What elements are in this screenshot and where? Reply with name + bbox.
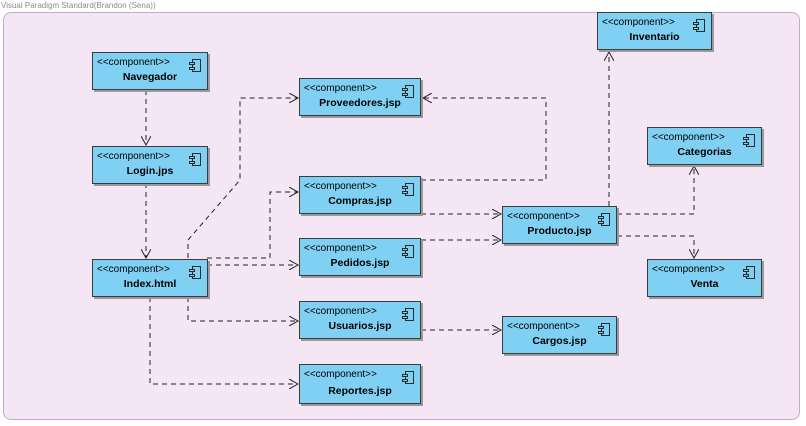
component-cargos[interactable]: <<component>> Cargos.jsp [502, 316, 617, 354]
component-name: Pedidos.jsp [330, 257, 390, 269]
component-name: Inventario [629, 31, 680, 43]
component-venta[interactable]: <<component>> Venta [647, 259, 762, 297]
component-icon [743, 266, 755, 279]
component-icon [402, 308, 414, 321]
component-name: Index.html [123, 278, 177, 290]
component-icon [402, 371, 414, 384]
edge-producto-categorias [617, 166, 694, 215]
stereotype-label: <<component>> [304, 83, 377, 94]
component-login[interactable]: <<component>> Login.jps [92, 146, 208, 184]
edge-producto-venta [617, 235, 694, 258]
component-categorias[interactable]: <<component>> Categorias [647, 127, 762, 165]
component-name: Proveedores.jsp [319, 97, 401, 109]
component-name: Compras.jsp [328, 195, 392, 207]
component-pedidos[interactable]: <<component>> Pedidos.jsp [299, 238, 421, 276]
component-producto[interactable]: <<component>> Producto.jsp [502, 206, 617, 244]
component-index[interactable]: <<component>> Index.html [92, 259, 208, 297]
component-name: Cargos.jsp [532, 335, 587, 347]
component-icon [693, 19, 705, 32]
stereotype-label: <<component>> [652, 132, 725, 143]
component-icon [743, 134, 755, 147]
stereotype-label: <<component>> [304, 369, 377, 380]
component-name: Categorias [677, 146, 732, 158]
component-icon [402, 245, 414, 258]
component-icon [598, 213, 610, 226]
component-proveedores[interactable]: <<component>> Proveedores.jsp [299, 78, 421, 116]
component-usuarios[interactable]: <<component>> Usuarios.jsp [299, 301, 421, 339]
stereotype-label: <<component>> [602, 17, 675, 28]
component-icon [402, 183, 414, 196]
stereotype-label: <<component>> [507, 321, 580, 332]
stereotype-label: <<component>> [304, 181, 377, 192]
component-compras[interactable]: <<component>> Compras.jsp [299, 176, 421, 214]
stereotype-label: <<component>> [304, 243, 377, 254]
edge-index-compras [207, 192, 298, 259]
component-reportes[interactable]: <<component>> Reportes.jsp [299, 364, 421, 404]
component-icon [189, 266, 201, 279]
component-icon [189, 59, 201, 72]
component-icon [402, 85, 414, 98]
component-name: Login.jps [126, 165, 174, 177]
stereotype-label: <<component>> [97, 57, 170, 68]
component-name: Venta [690, 278, 719, 290]
component-name: Reportes.jsp [328, 385, 392, 397]
stereotype-label: <<component>> [507, 211, 580, 222]
component-name: Producto.jsp [527, 225, 592, 237]
component-icon [598, 323, 610, 336]
stereotype-label: <<component>> [97, 151, 170, 162]
stereotype-label: <<component>> [97, 264, 170, 275]
component-inventario[interactable]: <<component>> Inventario [597, 12, 712, 50]
stereotype-label: <<component>> [304, 306, 377, 317]
watermark: Visual Paradigm Standard(Brandon (Sena)) [1, 1, 156, 10]
edge-index-proveedores [187, 98, 298, 258]
component-name: Usuarios.jsp [328, 320, 392, 332]
edge-compras-proveedores [421, 98, 547, 181]
stereotype-label: <<component>> [652, 264, 725, 275]
component-navegador[interactable]: <<component>> Navegador [92, 52, 208, 90]
edge-index-usuarios [187, 297, 298, 321]
component-icon [189, 153, 201, 166]
edge-index-reportes [149, 297, 298, 384]
component-name: Navegador [122, 71, 178, 83]
